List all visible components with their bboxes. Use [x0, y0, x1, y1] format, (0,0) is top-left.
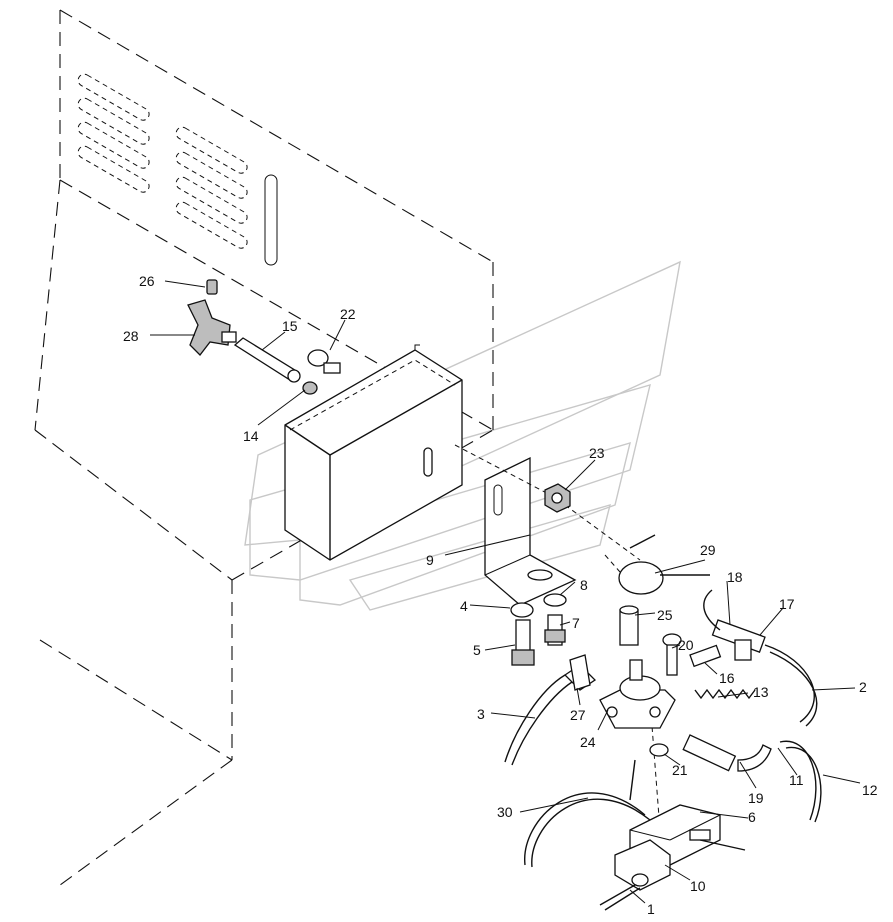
callout-15: 15 [282, 318, 298, 334]
screw-20 [662, 633, 682, 676]
bolt-short [544, 614, 566, 646]
callout-1: 1 [647, 901, 655, 917]
nut [544, 483, 571, 513]
callout-3: 3 [477, 706, 485, 722]
valve-body [599, 659, 676, 729]
callout-30: 30 [497, 804, 513, 820]
callout-19: 19 [748, 790, 764, 806]
spring-13 [694, 688, 756, 700]
callout-16: 16 [719, 670, 735, 686]
carriage-bolt [307, 349, 341, 374]
spacer-tube [233, 337, 301, 383]
callout-27: 27 [570, 707, 586, 723]
leader-lines [150, 280, 861, 904]
lock-washer [543, 593, 567, 607]
callout-9: 9 [426, 552, 434, 568]
callout-14: 14 [243, 428, 259, 444]
tee-fitting [711, 619, 766, 661]
vent-slots [77, 73, 278, 266]
elbow-27 [569, 654, 591, 691]
callouts: 26 28 15 22 14 23 9 8 4 7 5 29 25 20 18 … [123, 273, 878, 917]
callout-10: 10 [690, 878, 706, 894]
callout-23: 23 [589, 445, 605, 461]
callout-11: 11 [789, 772, 804, 788]
pressure-switch [604, 554, 710, 595]
callout-20: 20 [678, 637, 694, 653]
fitting-19 [682, 734, 772, 772]
callout-28: 28 [123, 328, 139, 344]
callout-17: 17 [779, 596, 795, 612]
cotter-pin-29 [629, 534, 656, 549]
bracket [484, 456, 577, 606]
callout-8: 8 [580, 577, 588, 593]
callout-4: 4 [460, 598, 468, 614]
valve-actuator [619, 605, 639, 646]
callout-6: 6 [748, 809, 756, 825]
tubing [504, 589, 822, 868]
washer-21 [649, 743, 669, 757]
callout-26: 26 [139, 273, 155, 289]
callout-22: 22 [340, 306, 356, 322]
fitting-16 [689, 644, 722, 668]
callout-7: 7 [572, 615, 580, 631]
callout-24: 24 [580, 734, 596, 750]
callout-29: 29 [700, 542, 716, 558]
callout-25: 25 [657, 607, 673, 623]
flat-washer [510, 602, 534, 618]
callout-21: 21 [672, 762, 688, 778]
callout-13: 13 [753, 684, 769, 700]
callout-12: 12 [862, 782, 878, 798]
washer-nut [302, 381, 318, 395]
callout-2: 2 [859, 679, 867, 695]
callout-5: 5 [473, 642, 481, 658]
set-screw [206, 279, 218, 295]
connector-10 [599, 839, 671, 911]
mounting-box [284, 344, 463, 561]
knob [187, 299, 237, 356]
bolt-long [511, 619, 535, 666]
callout-18: 18 [727, 569, 743, 585]
cotter-pin [423, 447, 433, 477]
